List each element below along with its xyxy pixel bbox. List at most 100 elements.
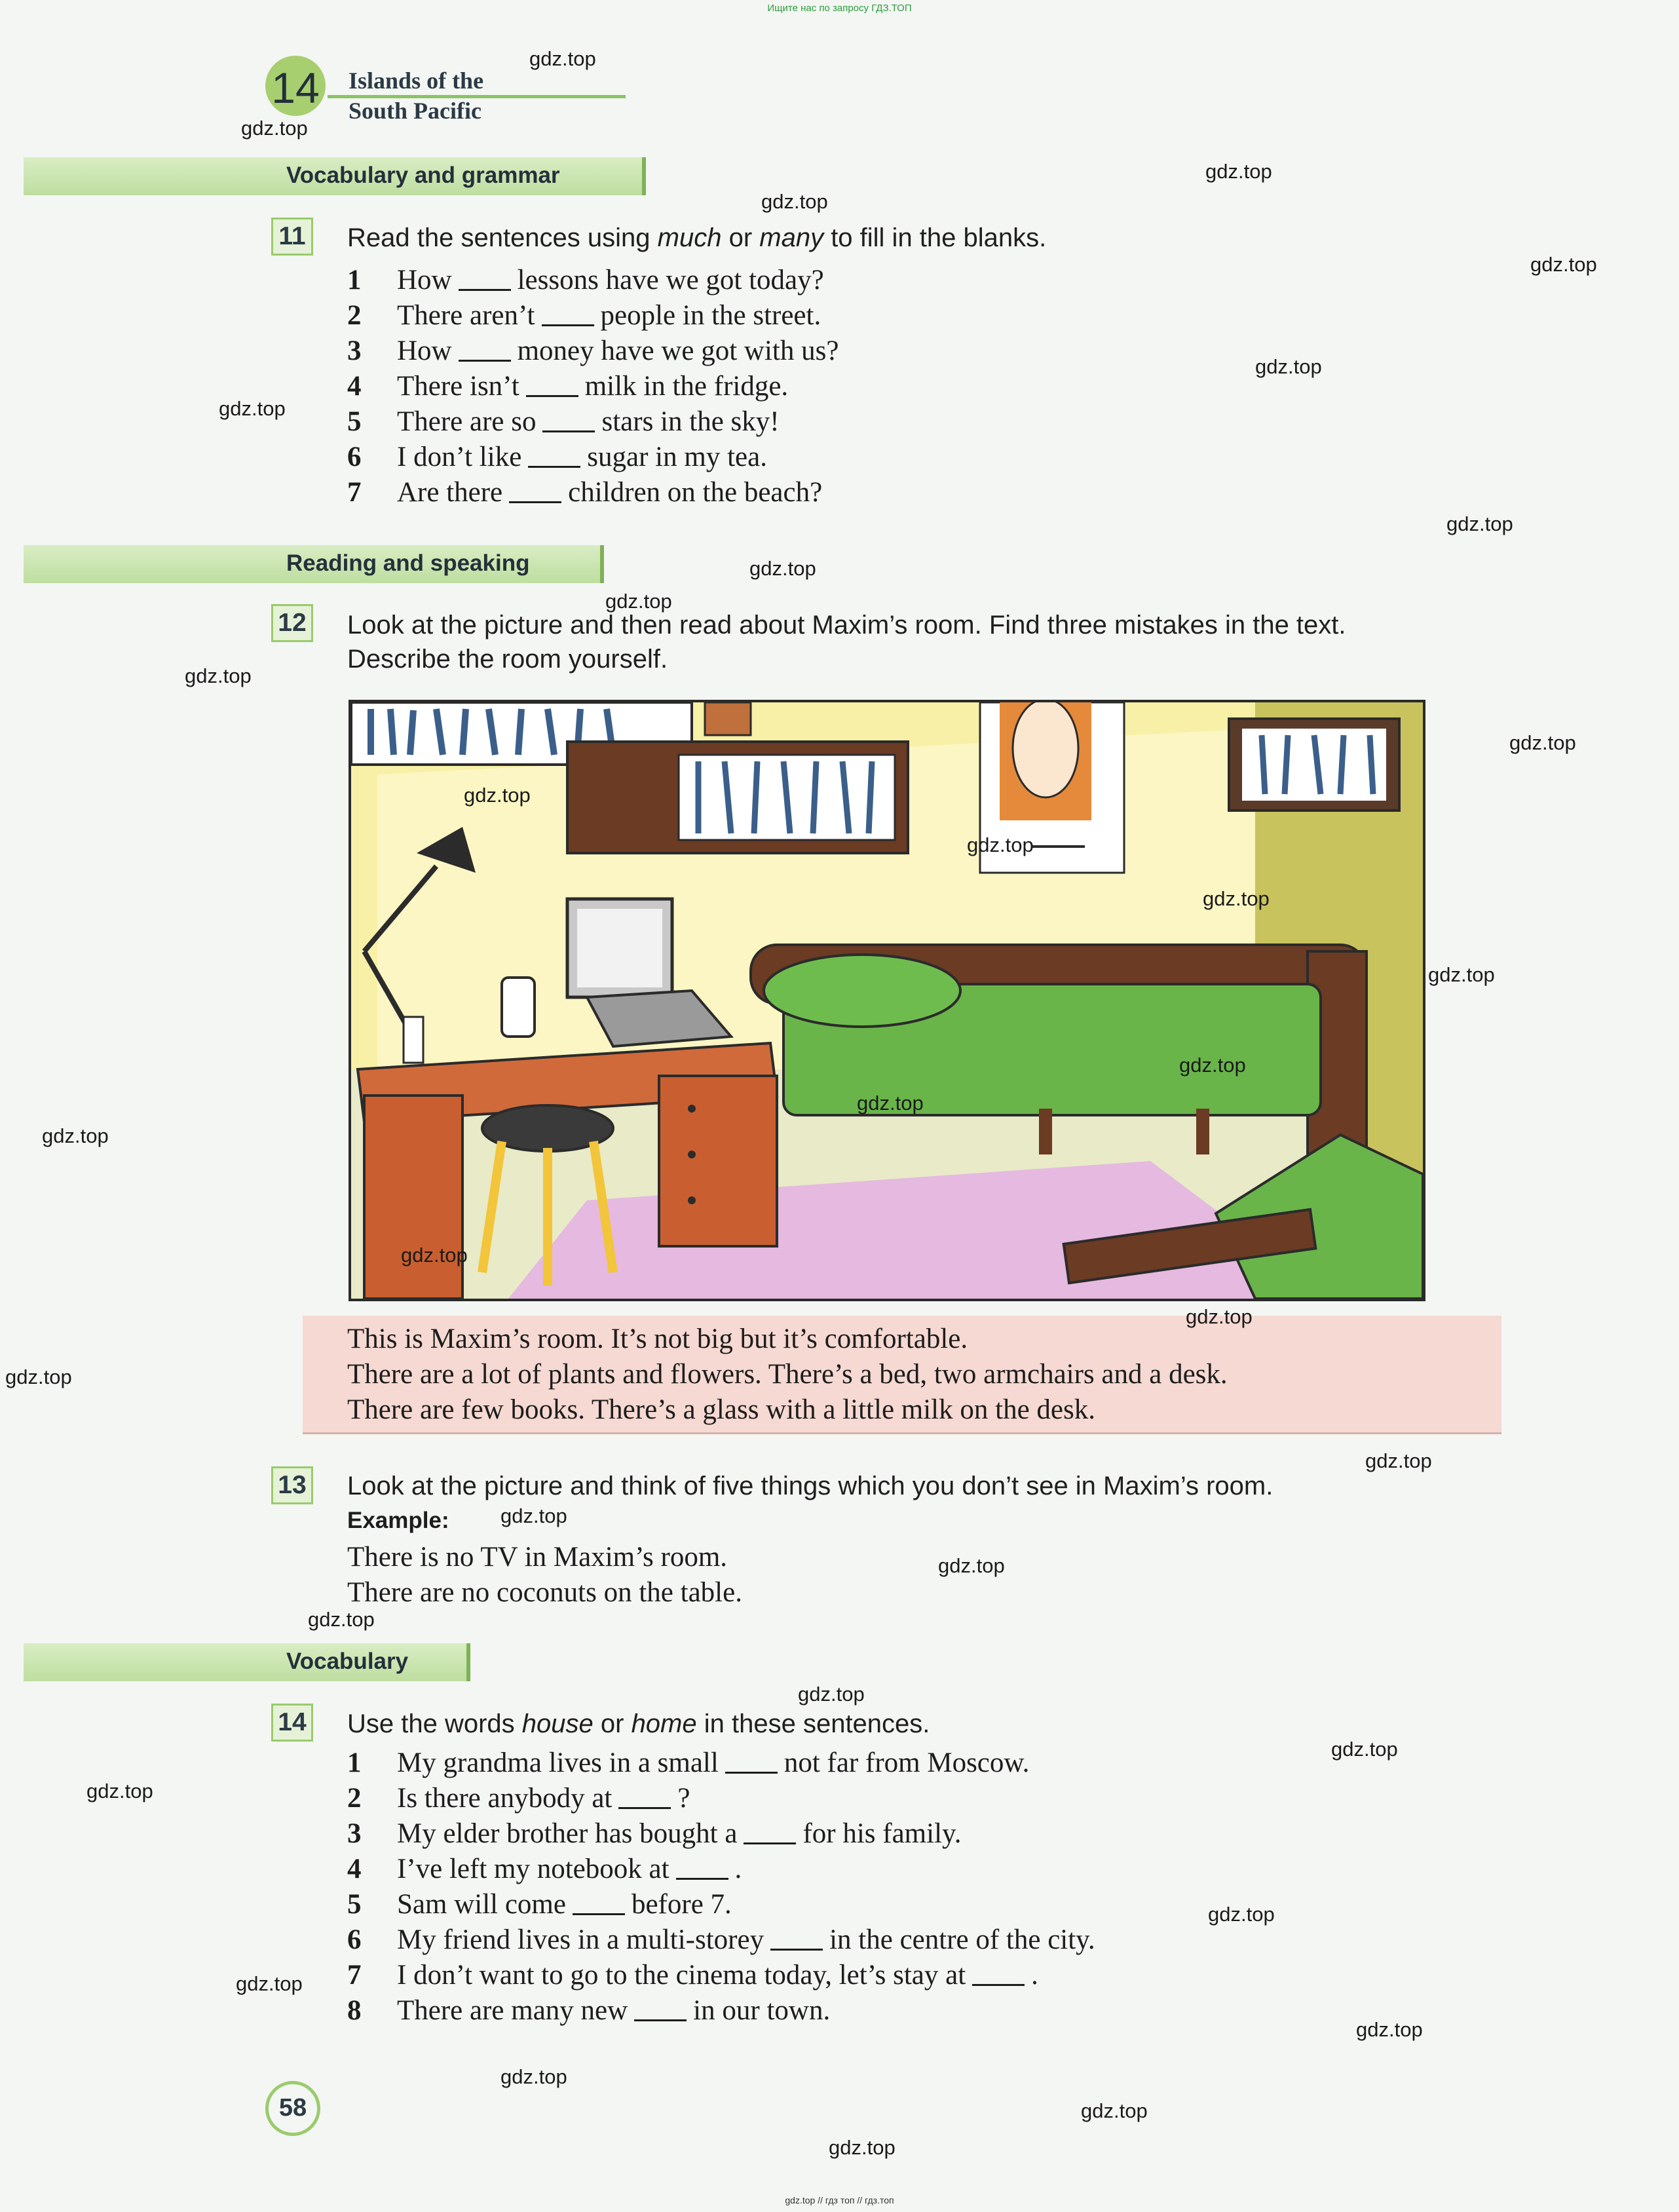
exercise-11-item-number: 1 (347, 265, 362, 296)
exercise-11-number: 11 (278, 222, 306, 250)
room-drawing (351, 702, 1423, 1299)
exercise-11-blank (525, 395, 578, 397)
watermark-text: gdz.top (761, 190, 828, 213)
exercise-14-sentence-start: Is there anybody at (397, 1783, 613, 1814)
watermark-text: gdz.top (1509, 731, 1576, 754)
exercise-14-sentence-start: My grandma lives in a small (397, 1747, 719, 1778)
unit-title: Islands of the South Pacific (349, 66, 483, 126)
exercise-13-number: 13 (278, 1471, 307, 1499)
watermark-text: gdz.top (605, 590, 672, 613)
exercise-12-number: 12 (278, 609, 307, 637)
exercise-11-blank (542, 430, 595, 432)
section-bar-reading-speaking (24, 545, 604, 583)
exercise-14-sentence-start: There are many new (397, 1995, 628, 2026)
exercise-14-sentence-start: Sam will come (397, 1889, 566, 1920)
exercise-14-badge (271, 1704, 313, 1742)
exercise-14-sentence: Is there anybody at? (397, 1782, 690, 1814)
section-title-reading-speaking: Reading and speaking (286, 550, 530, 576)
watermark-text: gdz.top (1428, 963, 1495, 986)
exercise-11-item-number: 7 (347, 477, 362, 508)
exercise-14-sentence-start: My friend lives in a multi-storey (397, 1924, 764, 1955)
watermark-text: gdz.top (829, 2136, 896, 2159)
page-number-badge (265, 2081, 320, 2136)
watermark-text: gdz.top (401, 1244, 468, 1267)
reading-text-line-2: There are a lot of plants and flowers. T… (347, 1359, 1228, 1390)
exercise-14-sentence-end: not far from Moscow. (783, 1747, 1030, 1778)
exercise-11-sentence-end: lessons have we got today? (517, 265, 824, 296)
exercise-14-item-number: 1 (347, 1747, 362, 1778)
unit-underline (328, 95, 626, 98)
watermark-text: gdz.top (308, 1608, 375, 1631)
unit-title-line-2: South Pacific (349, 98, 481, 124)
page-number: 58 (278, 2094, 307, 2122)
watermark-text: gdz.top (1446, 512, 1513, 535)
watermark-text: gdz.top (500, 1504, 567, 1527)
watermark-text: gdz.top (1208, 1903, 1275, 1926)
exercise-11-item-number: 6 (347, 442, 362, 472)
exercise-11-blank (541, 324, 594, 326)
section-title-vocabulary: Vocabulary (286, 1649, 409, 1674)
watermark-text: gdz.top (857, 1092, 924, 1115)
exercise-14-sentence-end: ? (677, 1783, 690, 1814)
unit-badge (265, 56, 326, 116)
exercise-11-sentence-start: How (397, 265, 452, 296)
exercise-11-sentence-start: Are there (397, 477, 503, 508)
exercise-14-sentence-end: for his family. (802, 1818, 962, 1849)
exercise-14-blank (675, 1878, 728, 1880)
watermark-text: gdz.top (185, 664, 252, 687)
reading-text-line-1: This is Maxim’s room. It’s not big but i… (347, 1324, 968, 1354)
exercise-11-item-number: 4 (347, 371, 362, 402)
exercise-11-blank (509, 501, 562, 503)
exercise-14-item-number: 3 (347, 1818, 362, 1849)
exercise-14-blank (770, 1949, 823, 1951)
exercise-14-sentence-start: I’ve left my notebook at (397, 1854, 670, 1884)
exercise-14-instruction: Use the words house or home in these sen… (347, 1709, 930, 1738)
exercise-14-blank (618, 1807, 671, 1809)
exercise-11-sentence-end: stars in the sky! (601, 406, 780, 437)
watermark-text: gdz.top (1530, 253, 1597, 276)
watermark-text: gdz.top (1365, 1449, 1432, 1472)
watermark-text: gdz.top (967, 833, 1034, 856)
exercise-11-sentence-start: There isn’t (397, 371, 519, 402)
watermark-text: gdz.top (1203, 887, 1270, 910)
watermark-text: gdz.top (798, 1683, 865, 1706)
watermark-text: gdz.top (42, 1124, 109, 1147)
exercise-11-item-number: 2 (347, 300, 362, 331)
section-bar-vocab-grammar (24, 157, 646, 195)
exercise-11-item-number: 3 (347, 335, 362, 366)
exercise-11-blank (528, 466, 581, 468)
exercise-14-item-number: 6 (347, 1924, 362, 1955)
watermark-text: gdz.top (749, 557, 816, 580)
watermark-text: gdz.top (219, 397, 286, 420)
exercise-11-sentence-end: people in the street. (600, 300, 821, 331)
exercise-11-sentence-end: children on the beach? (568, 477, 823, 508)
exercise-14-sentence: I don’t want to go to the cinema today, … (397, 1959, 1038, 1991)
example-label: Example: (347, 1508, 449, 1533)
watermark-text: gdz.top (464, 784, 531, 807)
exercise-13-badge (271, 1466, 313, 1504)
exercise-14-item-number: 7 (347, 1960, 362, 1991)
watermark-text: gdz.top (1186, 1305, 1253, 1328)
exercise-11-sentence-start: There aren’t (397, 300, 535, 331)
exercise-11-blank (458, 360, 511, 362)
watermark-text: gdz.top (529, 47, 596, 70)
watermark-text: gdz.top (1081, 2099, 1148, 2122)
watermark-text: gdz.top (236, 1972, 303, 1995)
watermark-text: gdz.top (938, 1554, 1005, 1577)
bottom-link[interactable]: gdz.top // гдз топ // гдз.топ (785, 2195, 894, 2205)
exercise-11-sentence: Are there children on the beach? (397, 476, 822, 508)
watermark-text: gdz.top (500, 2065, 567, 2088)
exercise-11-sentence-end: sugar in my tea. (587, 442, 767, 472)
watermark-text: gdz.top (5, 1365, 72, 1388)
exercise-11-sentence-end: milk in the fridge. (584, 371, 789, 402)
top-link[interactable]: Ищите нас по запросу ГДЗ.ТОП (767, 3, 912, 14)
exercise-12-badge (271, 604, 313, 642)
exercise-14-sentence: My grandma lives in a small not far from … (397, 1747, 1029, 1779)
exercise-14-item-number: 2 (347, 1783, 362, 1814)
